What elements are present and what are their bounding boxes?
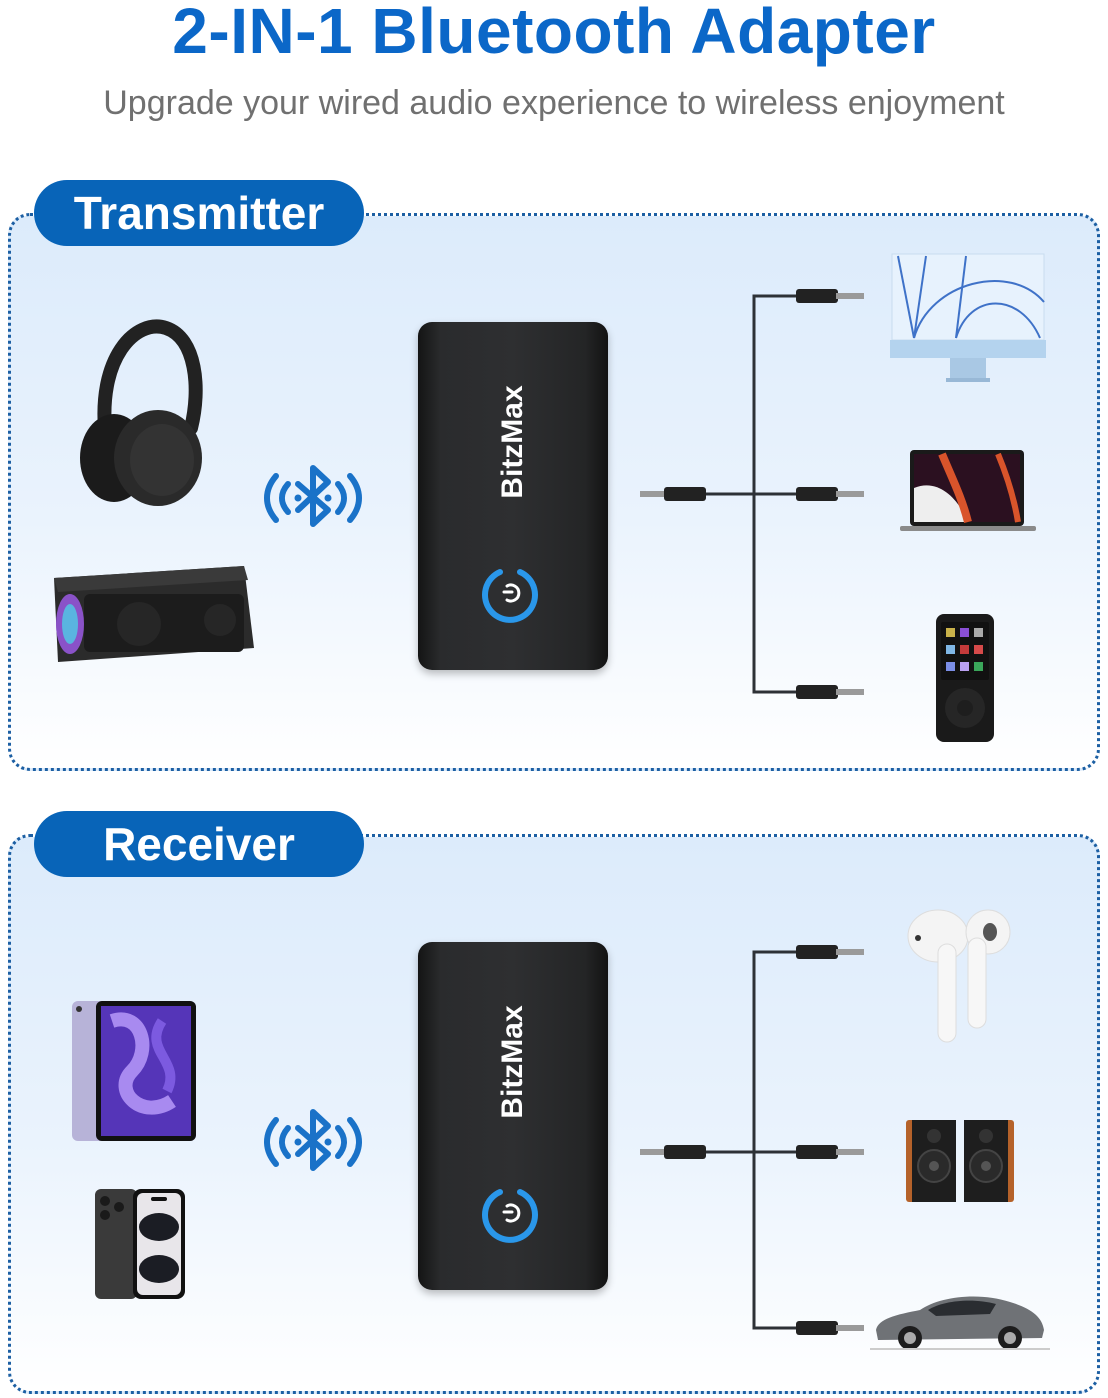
power-button-icon[interactable] [480,1184,540,1244]
aux-plug-input [640,487,706,501]
receiver-adapter: BitzMax [418,942,608,1290]
receiver-label: Receiver [34,811,364,877]
bluetooth-signal-icon [264,465,362,527]
aux-plug-output-2 [796,1145,864,1159]
bluetooth-speaker-icon [54,566,254,662]
aux-cable-icon [640,289,864,699]
aux-plug-output-1 [796,945,864,959]
bluetooth-signal-icon [264,1109,362,1171]
aux-plug-input [640,1145,706,1159]
transmitter-adapter: BitzMax [418,322,608,670]
aux-plug-output-3 [796,1321,864,1335]
power-button-icon[interactable] [480,564,540,624]
car-icon [870,1296,1050,1350]
bookshelf-speakers-icon [906,1120,1014,1202]
smartphone-icon [95,1189,185,1299]
aux-cable-icon [640,945,864,1335]
desktop-monitor-icon [890,253,1046,382]
adapter-brand-label: BitzMax [496,1005,529,1119]
laptop-icon [900,450,1036,531]
headphones-icon [80,319,203,506]
aux-plug-output-3 [796,685,864,699]
mp3-player-icon [936,614,994,742]
transmitter-label: Transmitter [34,180,364,246]
aux-plug-output-1 [796,289,864,303]
earbuds-icon [907,909,1011,1043]
adapter-brand-label: BitzMax [496,385,529,499]
page-subtitle: Upgrade your wired audio experience to w… [103,84,1005,122]
aux-plug-output-2 [796,487,864,501]
page-title: 2-IN-1 Bluetooth Adapter [172,0,936,67]
tablet-icon [72,1001,196,1141]
